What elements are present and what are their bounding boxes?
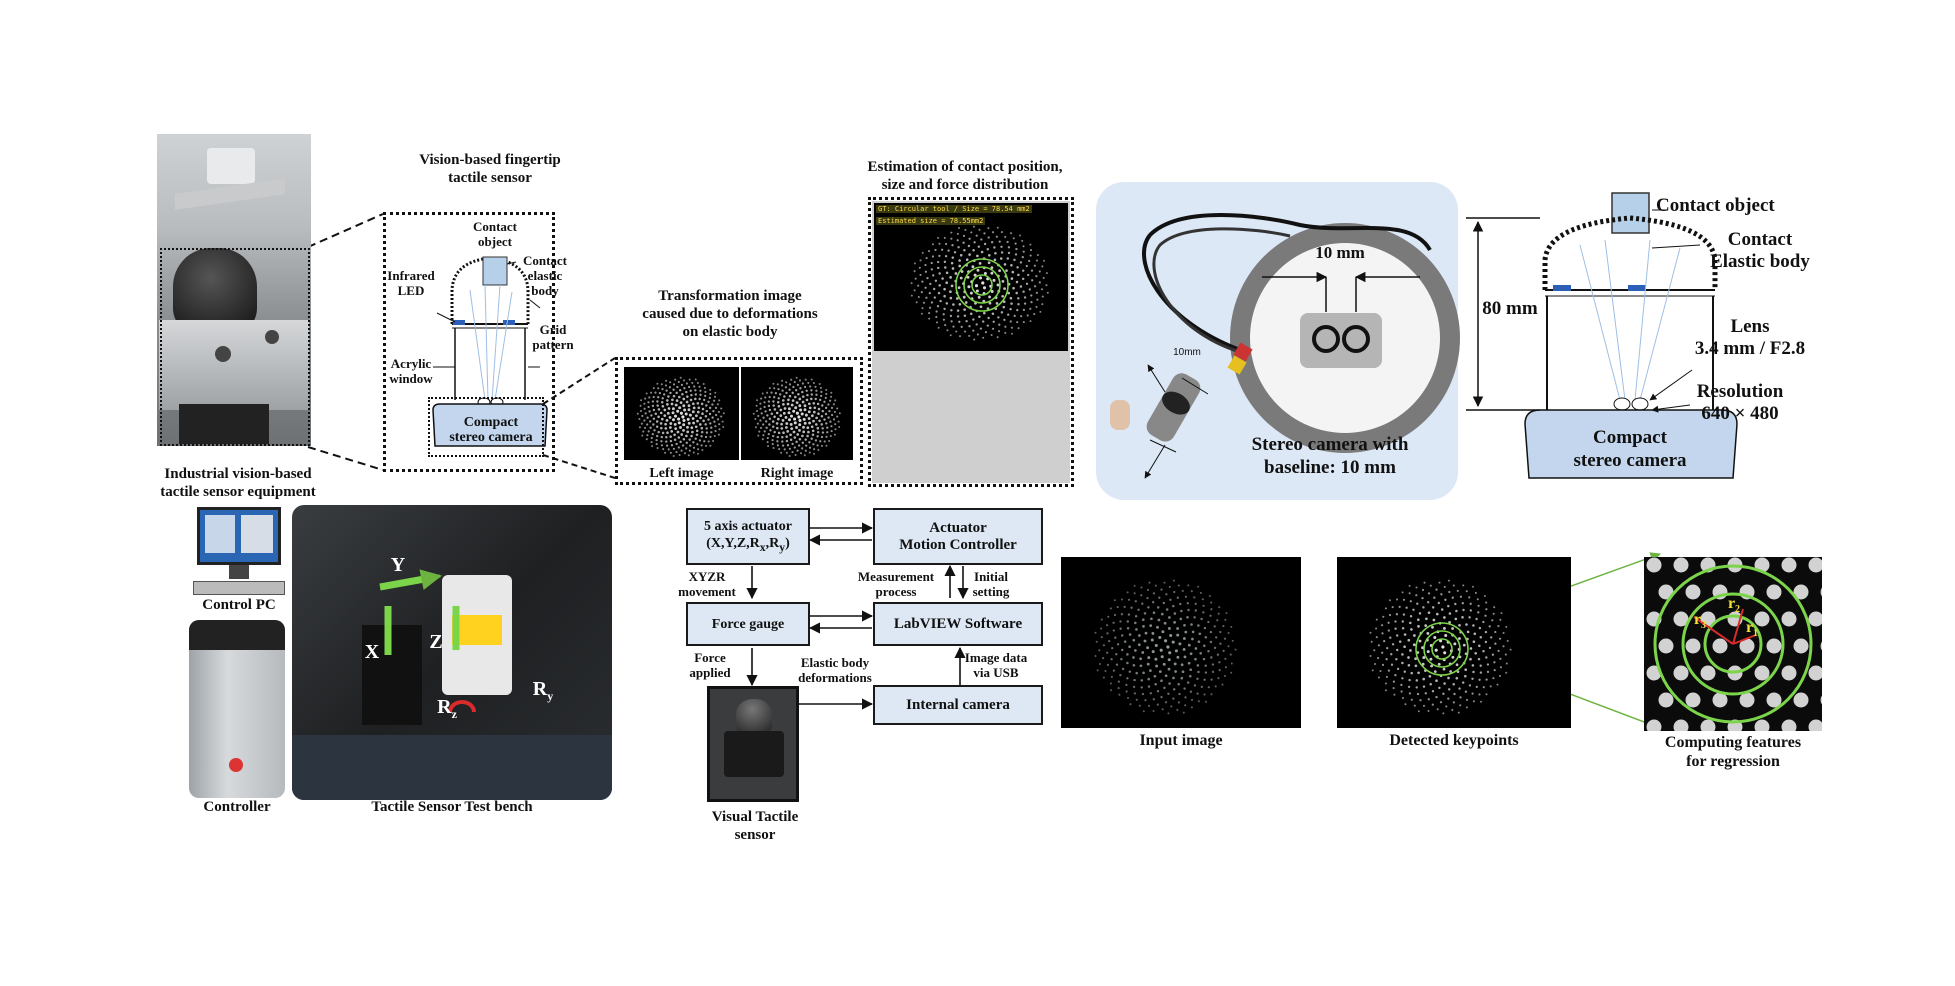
- measurement-process-label: Measurement process: [857, 569, 935, 599]
- motion-controller-box: Actuator Motion Controller: [873, 508, 1043, 565]
- right-contact-object: Contact object: [1656, 195, 1775, 216]
- equipment-caption: Industrial vision-based tactile sensor e…: [160, 466, 316, 500]
- label-contact-elastic-body: Contact elastic body: [522, 253, 568, 298]
- image-data-label: Image data via USB: [964, 650, 1028, 680]
- lens-label: Lens 3.4 mm / F2.8: [1694, 316, 1806, 359]
- camera-zoom-box: [428, 397, 544, 457]
- transformation-title: Transformation image caused due to defor…: [642, 288, 818, 340]
- label-contact-object: Contact object: [472, 219, 518, 249]
- left-image: [624, 367, 739, 460]
- axis-y-label: Y: [390, 554, 406, 576]
- visual-tactile-sensor-photo: [707, 686, 799, 802]
- input-image: [1061, 557, 1301, 728]
- gt-text: GT: Circular tool / Size = 78.54 mm2: [876, 205, 1032, 213]
- sensor-title: Vision-based fingertip tactile sensor: [419, 152, 561, 186]
- sensor-schematic-box: [383, 212, 555, 472]
- stereo-caption: Stereo camera with baseline: 10 mm: [1251, 434, 1409, 478]
- small-10mm-label: 10mm: [1173, 347, 1201, 358]
- force-gauge-box: Force gauge: [686, 602, 810, 646]
- label-compact-stereo-camera: Compact stereo camera: [449, 415, 533, 445]
- feature-zoom-image: [1644, 557, 1822, 731]
- r2-label: r2: [1727, 595, 1741, 616]
- control-pc-photo: [193, 505, 285, 597]
- detected-keypoints-image: [1337, 557, 1571, 728]
- estimation-box: [868, 197, 1074, 487]
- r3-label: r3: [1693, 611, 1707, 632]
- labview-box: LabVIEW Software: [873, 602, 1043, 646]
- axis-rz-label: Rz: [437, 696, 457, 721]
- label-infrared-led: Infrared LED: [387, 268, 435, 298]
- right-contact-elastic-body: Contact Elastic body: [1710, 229, 1810, 272]
- controller-photo: [189, 620, 285, 798]
- right-image: [741, 367, 853, 460]
- right-sensor-schematic: [1466, 192, 1738, 479]
- zoom-line-bottom: [307, 446, 384, 471]
- transformation-box: [615, 357, 863, 485]
- control-pc-label: Control PC: [202, 597, 276, 613]
- label-acrylic-window: Acrylic window: [389, 356, 433, 386]
- estimated-size-text: Estimated size = 78.55mm2: [876, 217, 986, 225]
- actuator-box: 5 axis actuator (X,Y,Z,Rx,Ry): [686, 508, 810, 565]
- left-image-label: Left image: [649, 466, 714, 481]
- height-80mm: 80 mm: [1482, 298, 1538, 319]
- elastic-deformations-label: Elastic body deformations: [798, 655, 872, 685]
- estimation-title: Estimation of contact position, size and…: [867, 159, 1063, 193]
- input-image-label: Input image: [1139, 732, 1223, 749]
- computing-features-label: Computing features for regression: [1664, 734, 1802, 770]
- flowchart-arrows: [746, 522, 969, 710]
- baseline-label: 10 mm: [1315, 243, 1365, 262]
- axis-ry-label: Ry: [532, 678, 554, 703]
- equipment-photo: [157, 134, 311, 446]
- axis-x-label: X: [364, 641, 380, 663]
- equipment-zoom-box: [160, 248, 310, 446]
- label-grid-pattern: Grid pattern: [532, 322, 574, 352]
- test-bench-caption: Tactile Sensor Test bench: [371, 799, 533, 815]
- right-image-label: Right image: [760, 466, 834, 481]
- detected-keypoints-label: Detected keypoints: [1389, 732, 1519, 749]
- test-bench-photo: [292, 505, 612, 800]
- zoom-line-top: [307, 213, 384, 248]
- visual-tactile-sensor-label: Visual Tactile sensor: [711, 809, 799, 843]
- initial-setting-label: Initial setting: [972, 569, 1010, 599]
- internal-camera-box: Internal camera: [873, 685, 1043, 725]
- sensor-schematic: [432, 256, 548, 447]
- zoom-line-camera-bottom: [542, 454, 616, 479]
- stereo-camera-panel: [1096, 182, 1460, 500]
- axis-z-label: Z: [429, 631, 443, 653]
- right-compact-camera-label: Compact stereo camera: [1573, 427, 1687, 471]
- resolution-label: Resolution 640 × 480: [1696, 381, 1784, 424]
- r1-label: r1: [1745, 619, 1759, 640]
- zoom-line-camera-top: [542, 357, 616, 405]
- estimation-screen: GT: Circular tool / Size = 78.54 mm2 Est…: [872, 201, 1070, 483]
- force-applied-label: Force applied: [689, 650, 731, 680]
- controller-label: Controller: [203, 799, 271, 815]
- xyzr-movement-label: XYZR movement: [678, 569, 736, 599]
